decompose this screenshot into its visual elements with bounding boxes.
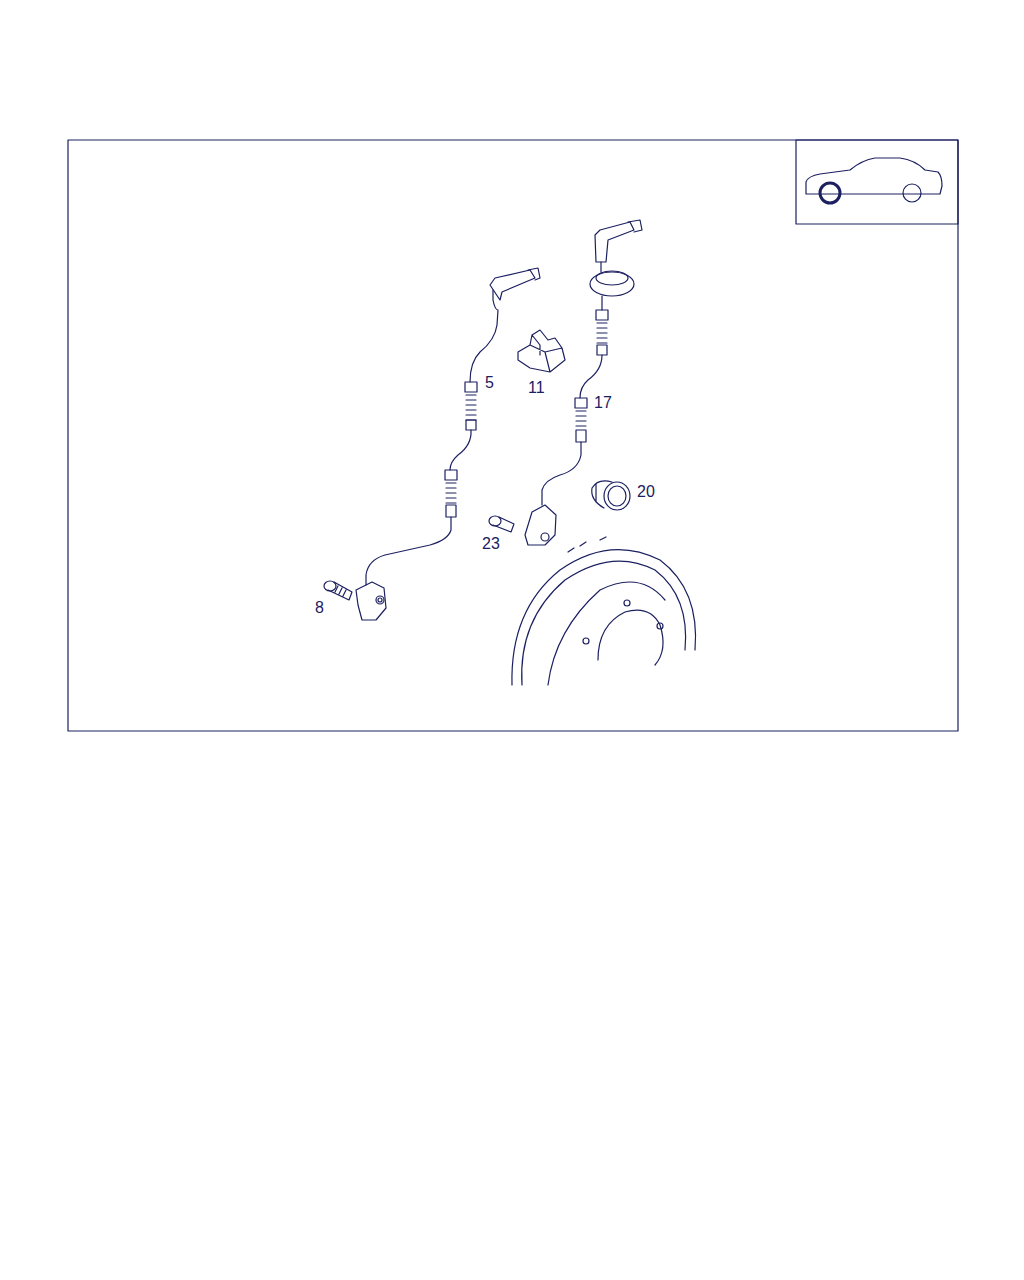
wheel-bolt-hole [657, 623, 663, 629]
cable-connector [628, 220, 642, 232]
sensor-bushing [592, 481, 612, 508]
wheel-speed-sensor [378, 598, 382, 602]
cable-sleeve [466, 420, 476, 430]
wheel-speed-sensor [541, 533, 549, 541]
car-silhouette [806, 158, 942, 194]
frame [68, 140, 958, 731]
sensor-ring-teeth [568, 537, 606, 552]
wheel-bolt-hole [583, 638, 589, 644]
callout-number: 20 [636, 483, 656, 501]
brake-disc [512, 550, 696, 685]
inset-frame [796, 140, 958, 224]
cable-sleeve [597, 296, 607, 343]
front-wheel-mark [820, 183, 840, 203]
cable-sleeve [465, 382, 477, 392]
brake-disc-hub [598, 610, 663, 665]
sensor-cable [470, 290, 498, 382]
cable-connector [595, 222, 634, 262]
cable-clip [518, 330, 565, 372]
grommet [590, 272, 634, 296]
cable-sleeve [466, 395, 476, 420]
callout-number: 8 [314, 599, 325, 617]
rear-wheel [903, 184, 921, 202]
brake-disc [522, 561, 686, 685]
cable-connector [528, 268, 540, 280]
callout-number: 23 [481, 535, 501, 553]
cable-sleeve [446, 505, 456, 517]
cable-sleeve [576, 411, 586, 426]
sensor-bushing [604, 482, 630, 510]
cable-sleeve [576, 430, 586, 442]
callout-number: 17 [593, 394, 613, 412]
wheel-speed-sensor [525, 505, 556, 545]
sensor-bushing [608, 486, 626, 506]
sensor-cable [580, 355, 602, 398]
cable-sleeve [575, 398, 587, 408]
cable-sleeve [596, 310, 608, 320]
wheel-speed-sensor [356, 582, 386, 620]
sensor-cable [450, 430, 471, 470]
wheel-bolt-hole [624, 600, 630, 606]
wheel-speed-sensor [376, 596, 384, 604]
cable-sleeve [445, 470, 457, 480]
bolt [493, 517, 514, 532]
callout-number: 5 [484, 374, 495, 392]
cable-sleeve [446, 483, 456, 503]
sensor-cable [600, 262, 601, 272]
sensor-cable [542, 442, 581, 505]
callout-number: 11 [527, 379, 546, 397]
grommet [596, 271, 628, 285]
cable-connector [490, 270, 535, 300]
sensor-cable [366, 517, 451, 585]
bolt [328, 582, 352, 600]
cable-sleeve [597, 345, 607, 355]
brake-disc [548, 582, 665, 685]
